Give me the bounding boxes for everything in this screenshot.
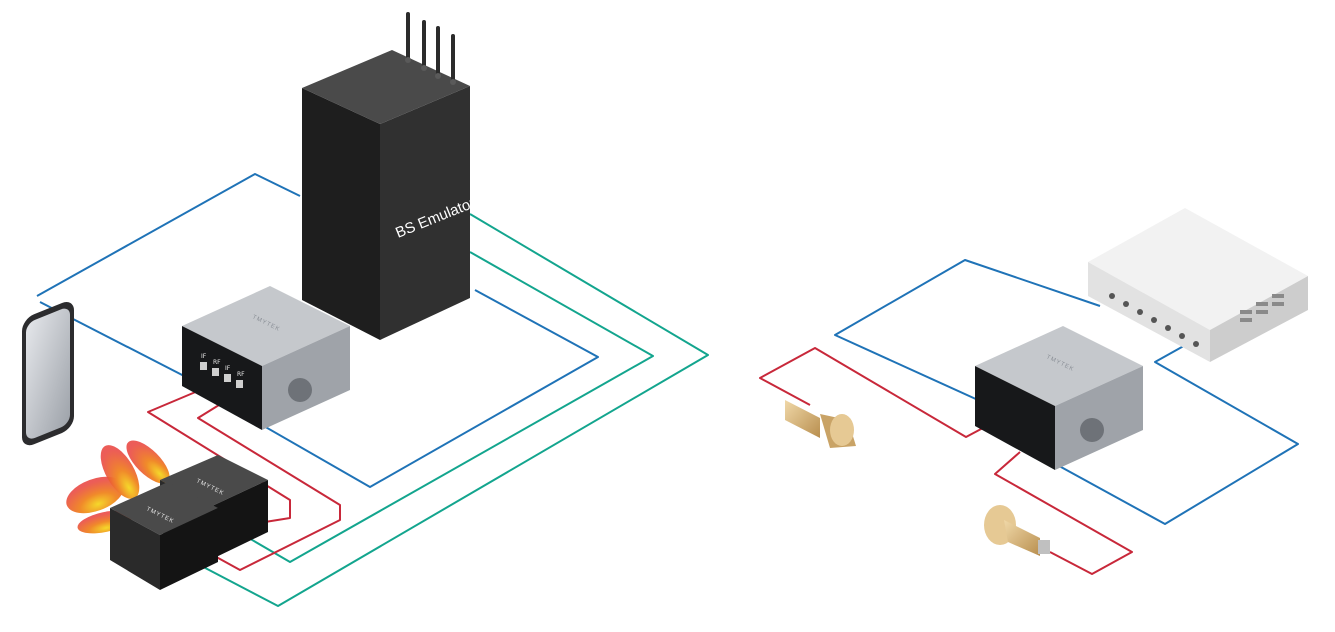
antenna-icon [406,12,455,82]
rf-cable-horn-1 [759,347,999,438]
if-cable-converter-emulator [214,289,599,488]
if-cable-analyzer-loop [1029,337,1299,525]
if-cable-phone-emulator [36,173,301,297]
rf-cable-2 [197,391,341,571]
port-label-rf-2: RF [237,371,245,378]
rf-cable-horn-2 [994,451,1133,575]
left-cables [36,173,709,607]
lo-cable-2 [234,251,654,563]
left-converter: TMYTEK IF RF IF RF [182,286,350,430]
fan-icon [1080,418,1104,442]
right-cables [759,259,1299,575]
converter-port-labels: IF RF IF RF [201,353,245,378]
lo-cable-1 [189,213,709,607]
port-label-rf-1: RF [213,359,221,366]
right-converter: TMYTEK [975,326,1143,470]
port-label-if-2: IF [225,365,231,372]
bs-emulator: BS Emulator [302,12,478,340]
rf-cable-1 [147,387,291,523]
if-cable-analyzer-converter [834,259,1101,411]
signal-analyzer [1088,208,1308,362]
horn-antenna-1 [785,400,856,448]
rf-module-front: TMYTEK [110,482,218,590]
horn-antenna-2 [984,505,1050,556]
fan-icon [288,378,312,402]
port-label-if-1: IF [201,353,207,360]
phone-device [22,302,74,446]
